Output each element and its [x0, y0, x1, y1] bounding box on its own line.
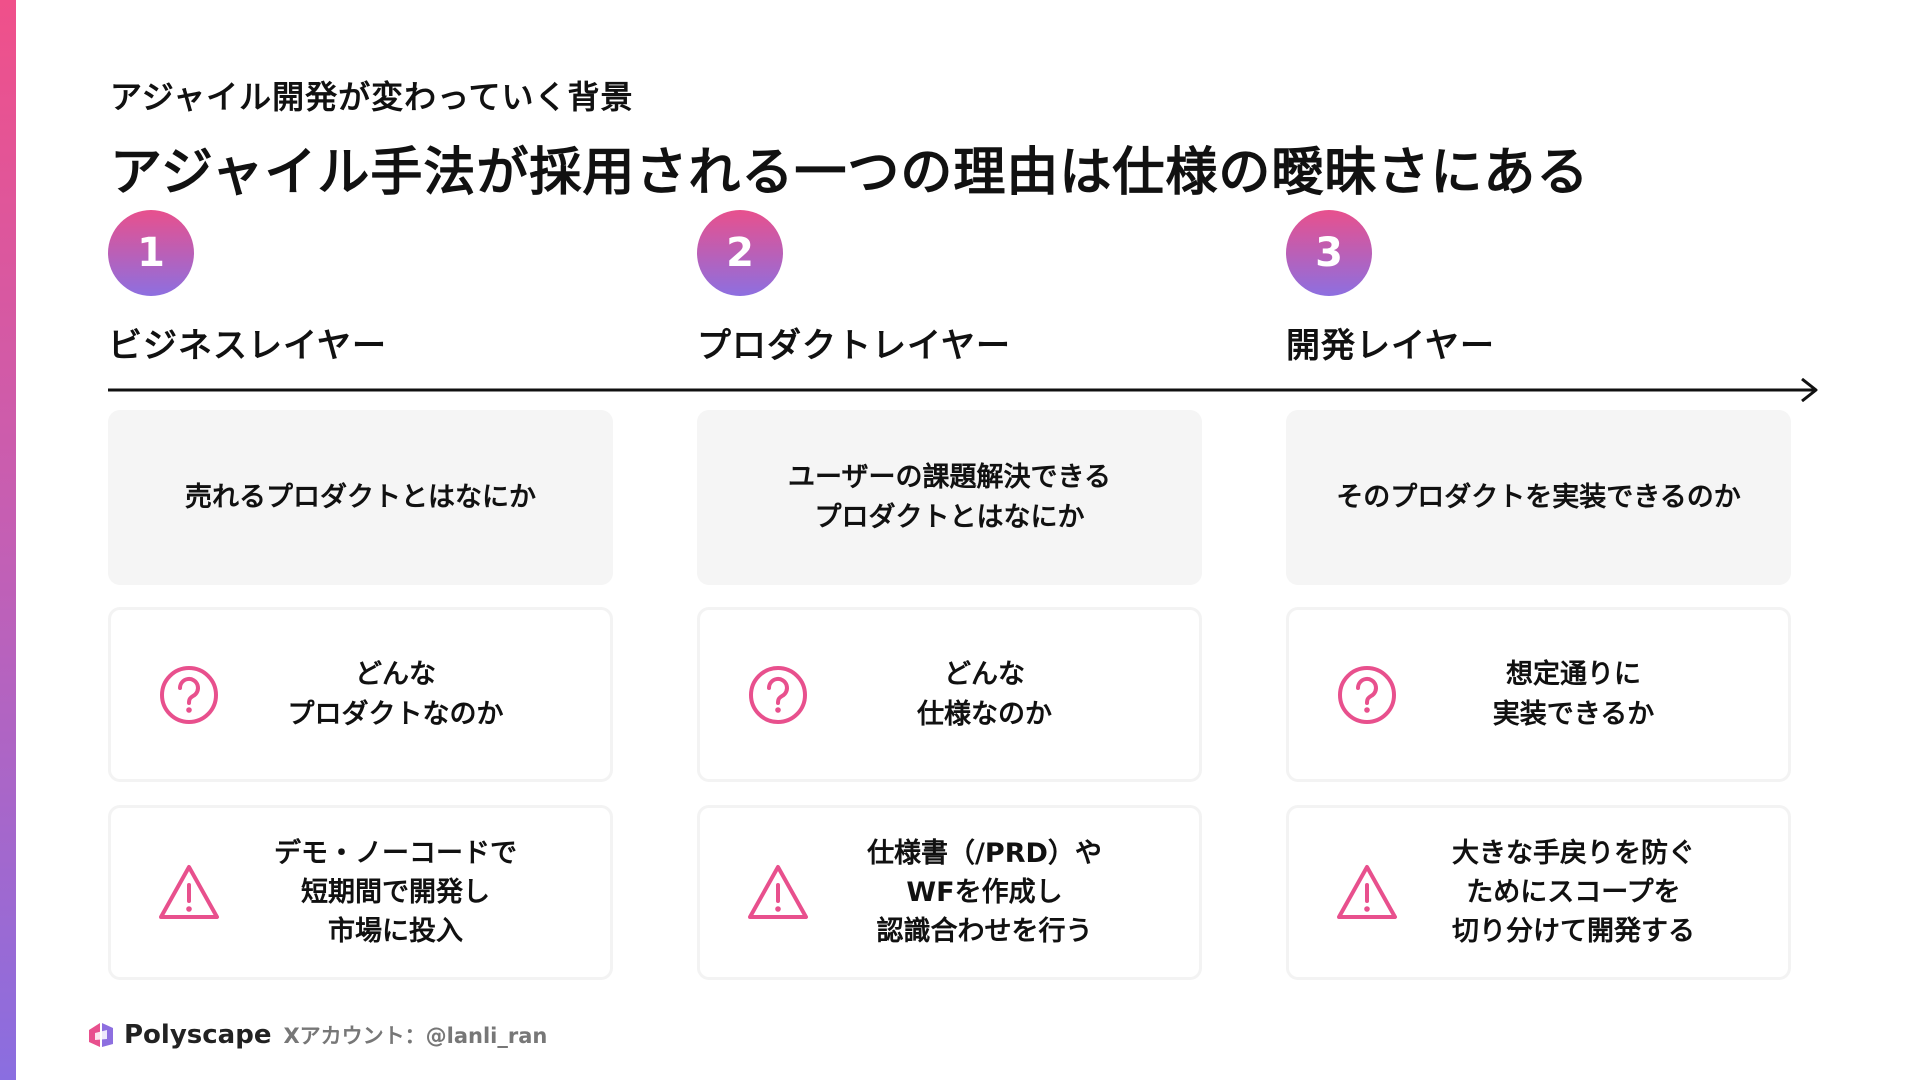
practice-card: デモ・ノーコードで 短期間で開発し 市場に投入 [108, 805, 613, 980]
question-card: 売れるプロダクトとはなにか [108, 410, 613, 585]
polyscape-logo-icon [89, 1023, 113, 1047]
brand-name: Polyscape [124, 1020, 272, 1050]
accent-bar [0, 0, 16, 1080]
slide-title: アジャイル手法が採用される一つの理由は仕様の曖昧さにある [110, 143, 1590, 203]
card-text: デモ・ノーコードで 短期間で開発し 市場に投入 [274, 837, 517, 948]
warning-triangle-icon [159, 864, 219, 919]
unknown-card: どんな プロダクトなのか [108, 607, 613, 782]
card-text: 仕様書（/PRD）や WFを作成し 認識合わせを行う [867, 837, 1102, 948]
question-card: ユーザーの課題解決できる プロダクトとはなにか [697, 410, 1202, 585]
unknown-card: 想定通りに 実装できるか [1286, 607, 1791, 782]
practice-card: 大きな手戻りを防ぐ ためにスコープを 切り分けて開発する [1286, 805, 1791, 980]
slide-subtitle: アジャイル開発が変わっていく背景 [110, 78, 634, 116]
question-card: そのプロダクトを実装できるのか [1286, 410, 1791, 585]
question-circle-icon [160, 665, 218, 724]
card-text: ユーザーの課題解決できる プロダクトとはなにか [788, 462, 1111, 533]
column-business: 1 ビジネスレイヤー [108, 210, 613, 367]
card-text: 想定通りに 実装できるか [1492, 659, 1655, 730]
number-badge: 1 [108, 210, 194, 296]
warning-triangle-icon [748, 864, 808, 919]
question-circle-icon [1338, 665, 1396, 724]
column-product: 2 プロダクトレイヤー [697, 210, 1202, 367]
number-badge: 3 [1286, 210, 1372, 296]
practice-card: 仕様書（/PRD）や WFを作成し 認識合わせを行う [697, 805, 1202, 980]
card-text: 売れるプロダクトとはなにか [185, 481, 536, 513]
number-badge: 2 [697, 210, 783, 296]
card-text: 大きな手戻りを防ぐ ためにスコープを 切り分けて開発する [1452, 837, 1695, 948]
question-circle-icon [749, 665, 807, 724]
arrow-right-icon [108, 378, 1818, 402]
column-development: 3 開発レイヤー [1286, 210, 1791, 367]
footer: Polyscape Xアカウント：@lanli_ran [86, 1020, 547, 1050]
account-handle: Xアカウント：@lanli_ran [283, 1024, 548, 1048]
card-text: どんな 仕様なのか [917, 659, 1052, 730]
layer-label: ビジネスレイヤー [108, 326, 387, 366]
layer-label: 開発レイヤー [1286, 326, 1495, 366]
layer-label: プロダクトレイヤー [697, 326, 1011, 366]
warning-triangle-icon [1337, 864, 1397, 919]
card-text: どんな プロダクトなのか [287, 659, 504, 730]
unknown-card: どんな 仕様なのか [697, 607, 1202, 782]
card-text: そのプロダクトを実装できるのか [1336, 481, 1741, 513]
